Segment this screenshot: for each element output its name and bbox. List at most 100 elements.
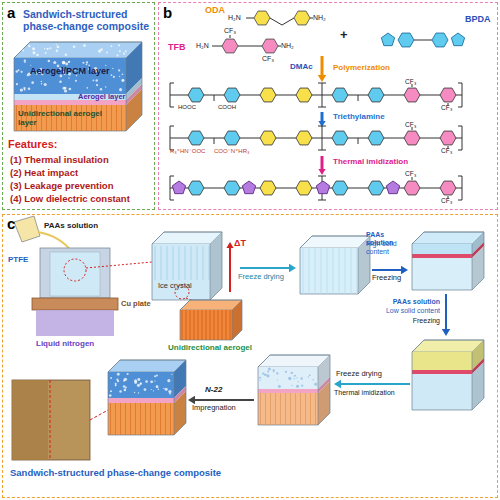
sandwich-aerogel-edge	[318, 367, 319, 425]
sandwich-aerogel-top	[258, 355, 330, 367]
reaction-arrow-head	[318, 169, 325, 175]
texture-dot	[119, 88, 122, 91]
bond	[358, 95, 359, 101]
mold-cube-layer	[412, 370, 472, 374]
chemical-group: HOOC	[178, 104, 196, 111]
texture-dot	[294, 378, 295, 379]
texture-dot	[16, 83, 18, 85]
channel-line	[327, 248, 328, 294]
bond	[278, 46, 281, 47]
channel-line	[125, 403, 126, 435]
reaction-arrow-shaft	[321, 112, 324, 121]
channel-line	[202, 310, 203, 340]
benzene-ring	[260, 88, 276, 102]
mold-cube-outline	[412, 232, 484, 290]
channel-line	[115, 403, 116, 435]
texture-dot	[266, 374, 269, 377]
benzene-ring	[440, 88, 456, 102]
beaker	[14, 216, 40, 242]
texture-dot	[150, 380, 153, 383]
channel-line	[140, 403, 141, 435]
repeat-bracket	[318, 83, 326, 107]
texture-dot	[117, 373, 120, 376]
benzene-ring	[262, 39, 278, 53]
benzene-ring	[296, 181, 312, 195]
chemical-group: R₃⁺HN⁻OOC	[170, 148, 205, 155]
texture-dot	[105, 86, 107, 88]
benzene-ring	[224, 181, 240, 195]
channel-line	[160, 403, 161, 435]
chemical-group: CF₃	[224, 27, 236, 35]
channel-line	[230, 310, 231, 340]
unidirectional-aerogel-outline	[180, 300, 242, 340]
channel-line	[135, 403, 136, 435]
texture-dot	[65, 63, 68, 66]
five-member-ring	[386, 181, 399, 194]
texture-dot	[123, 385, 126, 388]
texture-dot	[69, 88, 72, 91]
layered-block-layer	[14, 105, 126, 131]
texture-dot	[123, 53, 125, 55]
benzene-ring	[294, 11, 310, 25]
texture-dot	[57, 45, 60, 48]
channel-line	[155, 403, 156, 435]
unidirectional-aerogel-side	[232, 300, 242, 340]
texture-dot	[109, 394, 112, 397]
texture-dot	[36, 54, 39, 57]
benzene-ring	[332, 131, 348, 145]
process-label: Low solid content	[378, 307, 440, 315]
bond	[414, 40, 432, 41]
texture-dot	[110, 377, 112, 379]
channel-line	[315, 248, 316, 294]
process-label: Freeze drying	[238, 273, 284, 281]
mold-cube-layer	[412, 258, 472, 290]
mold-cube-layer	[412, 374, 472, 410]
texture-dot	[277, 379, 278, 380]
process-label: Impregnation	[192, 404, 236, 412]
material-label: Cu plate	[121, 300, 151, 308]
layer-label: Aerogel/PCM layer	[30, 66, 110, 76]
channel-line	[222, 310, 223, 340]
texture-dot	[32, 47, 35, 50]
channel-line	[275, 393, 276, 425]
texture-dot	[134, 381, 137, 384]
photo-band	[12, 380, 48, 460]
process-label: PAAs solution	[378, 298, 440, 306]
texture-dot	[119, 76, 120, 77]
texture-dot	[140, 383, 142, 385]
panel-letter: a	[7, 5, 15, 22]
chemical-group: CF₃	[262, 55, 274, 63]
texture-dot	[59, 80, 62, 83]
chemical-group: CF₃	[441, 197, 452, 204]
channel-line	[120, 403, 121, 435]
benzene-ring	[224, 131, 240, 145]
channel-line	[345, 248, 346, 294]
process-arrow-head	[401, 266, 408, 274]
texture-dot	[301, 385, 303, 387]
benzene-ring	[440, 181, 456, 195]
texture-dot	[32, 51, 35, 54]
material-label: Ice crystal	[158, 282, 192, 290]
layer-label: Aerogel layer	[78, 93, 126, 101]
channel-line	[280, 393, 281, 425]
bond	[246, 18, 254, 19]
bond	[238, 46, 262, 47]
mold-cube-edge	[472, 352, 473, 410]
photo-divider	[50, 380, 51, 460]
texture-dot	[24, 89, 26, 91]
process-label: Freeze drying	[336, 370, 382, 378]
benzene-ring	[368, 131, 384, 145]
texture-dot	[16, 70, 18, 72]
composite-block-layer	[108, 403, 174, 435]
ice-block-outline	[152, 232, 222, 300]
texture-dot	[105, 65, 106, 66]
channel-line	[226, 310, 227, 340]
texture-dot	[124, 389, 127, 392]
channel-line	[165, 403, 166, 435]
texture-dot	[41, 83, 42, 84]
layered-block-top	[14, 42, 142, 58]
channel-line	[270, 393, 271, 425]
channel-line	[321, 248, 322, 294]
texture-dot	[56, 44, 57, 45]
composite-block-outline	[108, 360, 186, 435]
